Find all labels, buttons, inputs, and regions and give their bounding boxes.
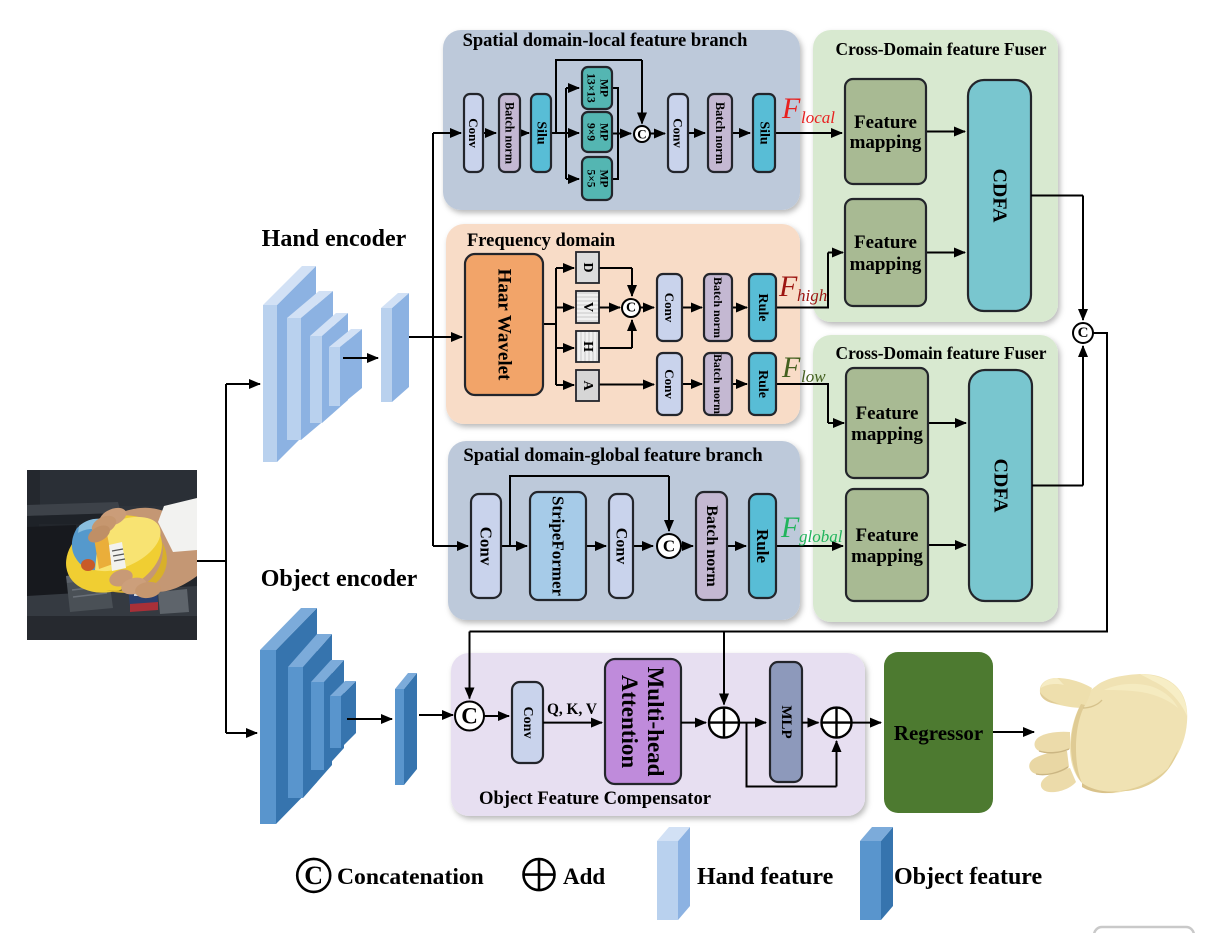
svg-text:CDFA: CDFA	[990, 458, 1012, 513]
svg-text:F: F	[778, 270, 798, 303]
svg-text:C: C	[304, 861, 323, 890]
svg-text:D: D	[580, 262, 595, 272]
svg-text:C: C	[461, 704, 478, 729]
svg-text:Batch norm: Batch norm	[703, 505, 720, 587]
svg-text:Batch norm: Batch norm	[503, 102, 517, 164]
svg-text:global: global	[799, 527, 843, 546]
svg-text:Spatial domain-local feature b: Spatial domain-local feature branch	[463, 31, 749, 51]
svg-text:Batch norm: Batch norm	[711, 277, 725, 338]
svg-text:Hand encoder: Hand encoder	[262, 226, 407, 252]
svg-text:C: C	[1078, 325, 1089, 341]
svg-text:MLP: MLP	[778, 705, 794, 738]
svg-text:Concatenation: Concatenation	[337, 864, 484, 890]
svg-text:CDFA: CDFA	[989, 168, 1011, 223]
svg-text:Feature: Feature	[854, 232, 917, 253]
svg-text:MP13×13: MP13×13	[585, 73, 610, 103]
svg-text:mapping: mapping	[851, 546, 923, 567]
svg-text:Feature: Feature	[856, 403, 919, 424]
svg-text:Object encoder: Object encoder	[261, 566, 418, 592]
svg-text:Feature: Feature	[856, 525, 919, 546]
svg-text:Silu: Silu	[534, 121, 549, 145]
svg-text:Cross-Domain feature Fuser: Cross-Domain feature Fuser	[836, 343, 1047, 363]
svg-text:Feature: Feature	[854, 112, 917, 133]
svg-text:local: local	[801, 108, 835, 127]
svg-text:F: F	[781, 92, 801, 125]
svg-text:Rule: Rule	[755, 370, 770, 398]
svg-text:MP5×5: MP5×5	[585, 169, 610, 187]
svg-text:Spatial domain-global feature: Spatial domain-global feature branch	[463, 445, 763, 466]
svg-text:Hand feature: Hand feature	[697, 864, 834, 890]
svg-text:A: A	[580, 380, 595, 391]
svg-text:F: F	[781, 351, 801, 384]
svg-text:Conv: Conv	[671, 118, 686, 148]
svg-text:Haar Wavelet: Haar Wavelet	[494, 269, 515, 381]
svg-text:Conv: Conv	[520, 707, 535, 739]
svg-text:Batch norm: Batch norm	[711, 354, 725, 414]
svg-text:F: F	[780, 511, 800, 544]
svg-text:Batch norm: Batch norm	[713, 102, 727, 164]
svg-text:Object feature: Object feature	[894, 864, 1043, 890]
svg-text:Conv: Conv	[662, 293, 677, 323]
svg-text:mapping: mapping	[850, 132, 922, 153]
svg-text:Multi-headAttention: Multi-headAttention	[618, 667, 669, 777]
svg-text:StripeFormer: StripeFormer	[549, 496, 568, 597]
svg-text:V: V	[580, 302, 595, 312]
svg-text:Conv: Conv	[477, 527, 496, 566]
svg-text:Conv: Conv	[466, 118, 481, 148]
svg-text:C: C	[663, 537, 675, 556]
svg-text:Q, K, V: Q, K, V	[547, 701, 597, 718]
svg-text:Object Feature Compensator: Object Feature Compensator	[479, 788, 711, 809]
svg-text:C: C	[626, 301, 636, 316]
svg-text:mapping: mapping	[850, 254, 922, 275]
svg-text:Rule: Rule	[755, 294, 770, 322]
svg-text:Conv: Conv	[662, 369, 677, 399]
svg-text:Silu: Silu	[757, 121, 772, 145]
svg-text:Add: Add	[563, 864, 605, 889]
svg-text:H: H	[580, 341, 595, 352]
svg-text:Conv: Conv	[613, 528, 630, 564]
svg-text:Regressor: Regressor	[894, 721, 983, 745]
svg-text:low: low	[801, 367, 826, 386]
svg-text:high: high	[797, 286, 827, 305]
svg-text:Rule: Rule	[753, 529, 772, 563]
svg-text:C: C	[637, 127, 646, 142]
svg-text:mapping: mapping	[851, 424, 923, 445]
svg-text:MP9×9: MP9×9	[585, 123, 610, 141]
svg-text:Frequency domain: Frequency domain	[467, 231, 616, 251]
svg-text:Cross-Domain feature Fuser: Cross-Domain feature Fuser	[836, 39, 1047, 59]
